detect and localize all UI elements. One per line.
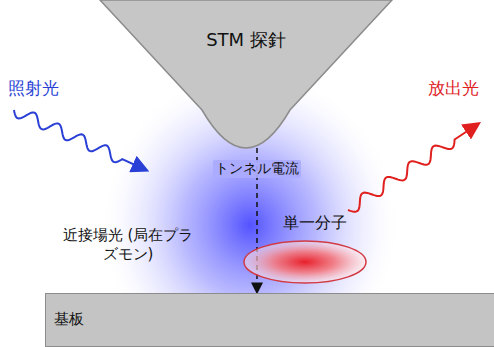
tip-shape xyxy=(100,0,392,148)
molecule-outline xyxy=(243,240,367,284)
substrate: 基板 xyxy=(45,293,494,347)
tip-outline xyxy=(100,0,392,150)
emitted-light-wave xyxy=(348,124,478,212)
single-molecule: 単一分子 xyxy=(243,240,367,284)
stm-tip: STM 探針 xyxy=(100,0,392,150)
incident-light-label: 照射光 xyxy=(8,78,59,99)
incident-light-wave xyxy=(14,110,146,170)
edge-label: トンネル電流 xyxy=(213,160,301,178)
emitted-light-label: 放出光 xyxy=(428,78,479,99)
node-label: STM 探針 xyxy=(100,28,392,52)
node-label: 基板 xyxy=(54,310,84,329)
near-field-label: 近接場光 (局在プラズモン) xyxy=(58,226,198,264)
node-label: 単一分子 xyxy=(283,213,347,234)
molecule-shape xyxy=(244,241,366,283)
